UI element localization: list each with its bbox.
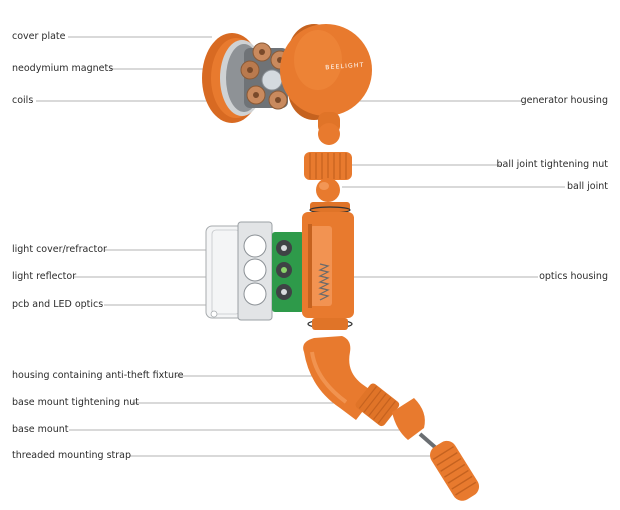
label-base-mount: base mount: [12, 424, 69, 435]
brand-logo-text: BEELIGHT: [325, 62, 365, 72]
generator-housing-part: [280, 24, 372, 145]
label-generator-housing: generator housing: [520, 95, 608, 106]
pcb-led-part: [272, 232, 304, 312]
label-cover-plate: cover plate: [12, 31, 66, 42]
label-pcb-led-optics: pcb and LED optics: [12, 299, 104, 310]
optics-housing-part: [302, 202, 354, 330]
light-cover-part: [205, 225, 247, 319]
label-light-cover-refractor: light cover/refractor: [12, 244, 107, 255]
label-light-reflector: light reflector: [12, 271, 77, 282]
label-optics-housing: optics housing: [539, 271, 608, 282]
leader-lines: [36, 36, 565, 457]
label-threaded-strap: threaded mounting strap: [12, 450, 132, 461]
label-coils: coils: [12, 95, 34, 106]
label-housing-anti-theft: housing containing anti-theft fixture: [12, 370, 184, 381]
arm-assembly: [303, 336, 480, 501]
anti-theft-housing-part: [303, 336, 376, 420]
threaded-strap-part: [418, 432, 480, 501]
label-base-mount-nut: base mount tightening nut: [12, 397, 140, 408]
label-neodymium-magnets: neodymium magnets: [12, 63, 114, 74]
label-ball-joint: ball joint: [567, 181, 608, 192]
base-mount-part: [392, 398, 425, 440]
label-ball-joint-nut: ball joint tightening nut: [496, 159, 609, 170]
ball-joint-assembly: [304, 152, 352, 202]
base-nut-part: [355, 383, 400, 427]
light-reflector-part: [237, 221, 273, 321]
generator-assembly: [202, 24, 372, 145]
